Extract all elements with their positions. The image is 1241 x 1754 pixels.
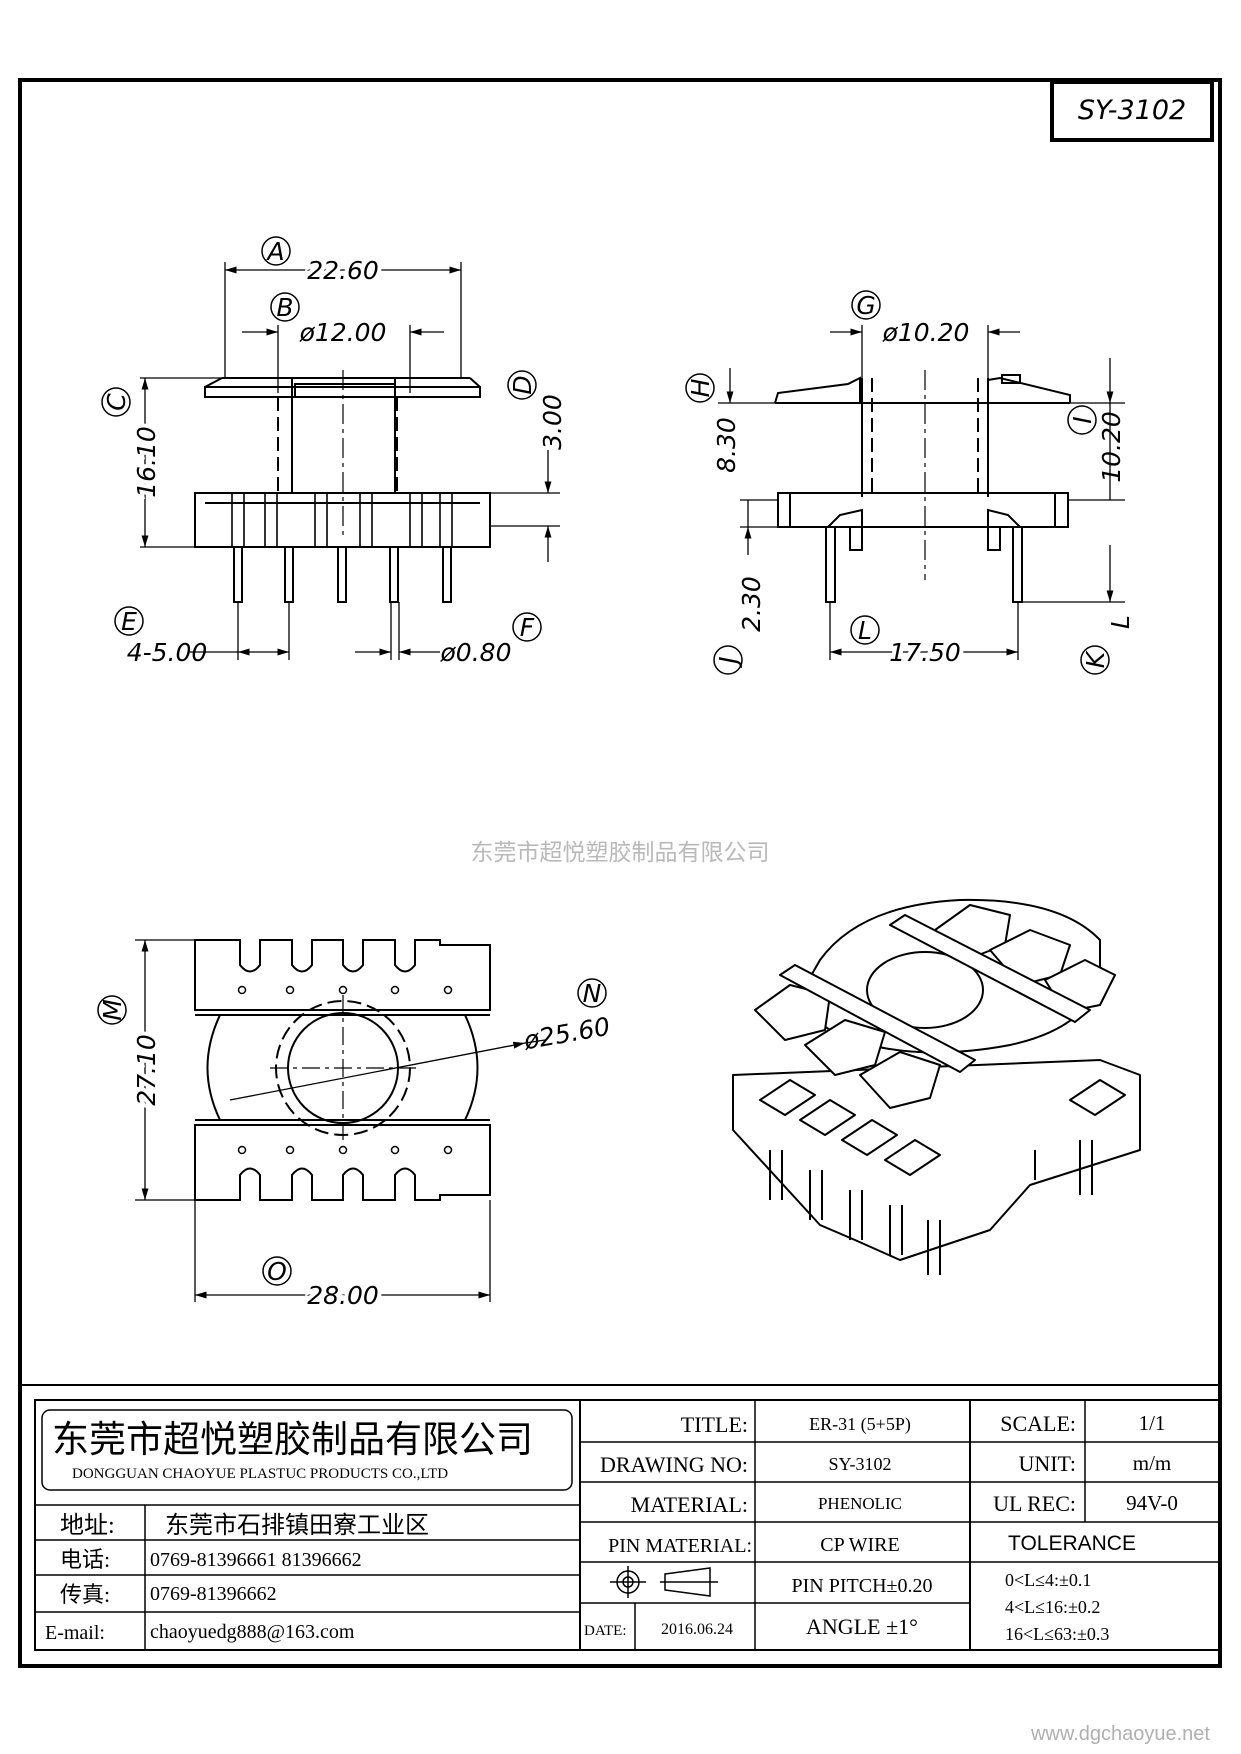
- text-titleblock-date: 2016.06.24: [661, 1621, 733, 1638]
- text-titleblock-scale: 1/1: [1139, 1411, 1166, 1435]
- text-dims-b-letter: B: [276, 293, 293, 322]
- text-dims-i-value: 10.20: [1097, 411, 1126, 483]
- text-titleblock-drawing-no: SY-3102: [828, 1454, 891, 1474]
- company-name-cn: 东莞市超悦塑胶制品有限公司: [52, 1419, 533, 1461]
- projection-symbol: [610, 1566, 718, 1598]
- text-titleblock-pin-material-label: PIN MATERIAL:: [608, 1535, 752, 1557]
- label-d-circle: [507, 370, 537, 400]
- text-titleblock-pin-material: CP WIRE: [820, 1534, 899, 1556]
- text-dims-g-value: ø10.20: [882, 318, 970, 347]
- label-c-circle: [101, 387, 131, 417]
- text-titleblock-email-label: E-mail:: [45, 1622, 105, 1644]
- text-dims-j-value: 2.30: [737, 576, 766, 632]
- text-dims-m-letter: M: [98, 999, 127, 1021]
- drawing-id-box: [1050, 80, 1214, 142]
- text-dims-m-value: 27.10: [132, 1034, 161, 1106]
- text-dims-k-value: L: [1106, 615, 1135, 629]
- text-dims-a-letter: A: [265, 237, 284, 266]
- text-titleblock-tol1: 0<L≤4:±0.1: [1005, 1570, 1091, 1590]
- text-dims-f-letter: F: [520, 613, 535, 642]
- text-dims-i-letter: I: [1068, 416, 1097, 423]
- text-dims-h-value: 8.30: [712, 417, 741, 473]
- text-dims-a-value: 22.60: [307, 256, 379, 285]
- text-dims-l-letter: L: [858, 616, 872, 645]
- outer-frame: [18, 78, 1222, 1668]
- text-titleblock-tol3: 16<L≤63:±0.3: [1005, 1624, 1109, 1644]
- text-dims-o-value: 28.00: [307, 1281, 379, 1310]
- text-dims-o-letter: O: [267, 1257, 287, 1286]
- text-titleblock-angle: ANGLE ±1°: [806, 1614, 918, 1639]
- label-a-circle: [261, 236, 291, 266]
- front-view-dimensions: [140, 262, 560, 660]
- text-dims-n-letter: N: [583, 979, 602, 1008]
- text-dims-c-value: 16.10: [132, 426, 161, 498]
- text-titleblock-unit-label: UNIT:: [1018, 1451, 1076, 1476]
- text-dims-e-value: 4-5.00: [127, 638, 208, 667]
- text-titleblock-address-label: 地址:: [60, 1512, 115, 1539]
- text-titleblock-tolerance-label: TOLERANCE: [1008, 1532, 1136, 1555]
- text-dims-g-letter: G: [856, 291, 875, 320]
- text-titleblock-material: PHENOLIC: [818, 1494, 902, 1513]
- title-block-text: 东莞市超悦塑胶制品有限公司 DONGGUAN CHAOYUE PLASTUC P…: [45, 1411, 1178, 1644]
- text-titleblock-title: ER-31 (5+5P): [809, 1414, 911, 1435]
- bottom-view: [194, 939, 491, 1201]
- text-dims-f-value: ø0.80: [440, 638, 512, 667]
- side-view-labels: G ø10.20 H 8.30 I 10.20 J 2.30 K L L 17.…: [685, 290, 1135, 675]
- text-titleblock-date-label: DATE:: [584, 1623, 627, 1639]
- isometric-view: [732, 898, 1141, 1275]
- title-block: [20, 1384, 1221, 1651]
- text-titleblock-unit: m/m: [1133, 1451, 1172, 1475]
- text-titleblock-pin-pitch: PIN PITCH±0.20: [792, 1575, 933, 1597]
- side-view-dimensions: [718, 325, 1125, 660]
- text-titleblock-address: 东莞市石排镇田寮工业区: [165, 1512, 429, 1539]
- text-titleblock-ul-label: UL REC:: [993, 1491, 1076, 1516]
- watermark: 东莞市超悦塑胶制品有限公司: [471, 839, 770, 865]
- label-e-circle: [114, 606, 144, 636]
- front-view-labels: A 22.60 B ø12.00 C 16.10 D 3.00 E 4-5.00…: [101, 236, 567, 667]
- website: www.dgchaoyue.net: [1030, 1723, 1210, 1745]
- text-titleblock-title-label: TITLE:: [681, 1412, 748, 1437]
- text-titleblock-material-label: MATERIAL:: [631, 1492, 748, 1517]
- text-titleblock-scale-label: SCALE:: [1000, 1411, 1076, 1436]
- text-dims-d-letter: D: [508, 375, 537, 394]
- text-dims-n-value: ø25.60: [521, 1012, 613, 1056]
- front-view: [194, 370, 491, 603]
- text-titleblock-drawing-no-label: DRAWING NO:: [600, 1452, 748, 1477]
- text-dims-j-letter: J: [714, 656, 743, 668]
- label-b-circle: [270, 292, 300, 322]
- label-f-circle: [512, 612, 542, 642]
- text-dims-h-letter: H: [686, 378, 715, 397]
- text-titleblock-tol2: 4<L≤16:±0.2: [1005, 1597, 1100, 1617]
- text-titleblock-fax: 0769-81396662: [150, 1583, 277, 1605]
- drawing-id: SY-3102: [1078, 95, 1186, 126]
- text-titleblock-fax-label: 传真:: [60, 1582, 110, 1607]
- text-titleblock-email: chaoyuedg888@163.com: [150, 1621, 355, 1643]
- text-dims-l-value: 17.50: [889, 638, 961, 667]
- text-dims-d-value: 3.00: [538, 394, 567, 450]
- bottom-view-labels: M 27.10 N ø25.60 O 28.00: [97, 978, 613, 1314]
- text-titleblock-ul: 94V-0: [1126, 1491, 1178, 1515]
- text-dims-c-letter: C: [102, 393, 131, 411]
- text-titleblock-phone: 0769-81396661 81396662: [150, 1549, 362, 1571]
- text-dims-b-value: ø12.00: [299, 318, 387, 347]
- text-dims-e-letter: E: [121, 607, 137, 636]
- bottom-view-dimensions: [135, 939, 546, 1302]
- side-view: [774, 370, 1071, 603]
- text-titleblock-phone-label: 电话:: [60, 1547, 110, 1572]
- company-name-en: DONGGUAN CHAOYUE PLASTUC PRODUCTS CO.,LT…: [72, 1466, 448, 1482]
- text-dims-k-letter: K: [1081, 649, 1110, 668]
